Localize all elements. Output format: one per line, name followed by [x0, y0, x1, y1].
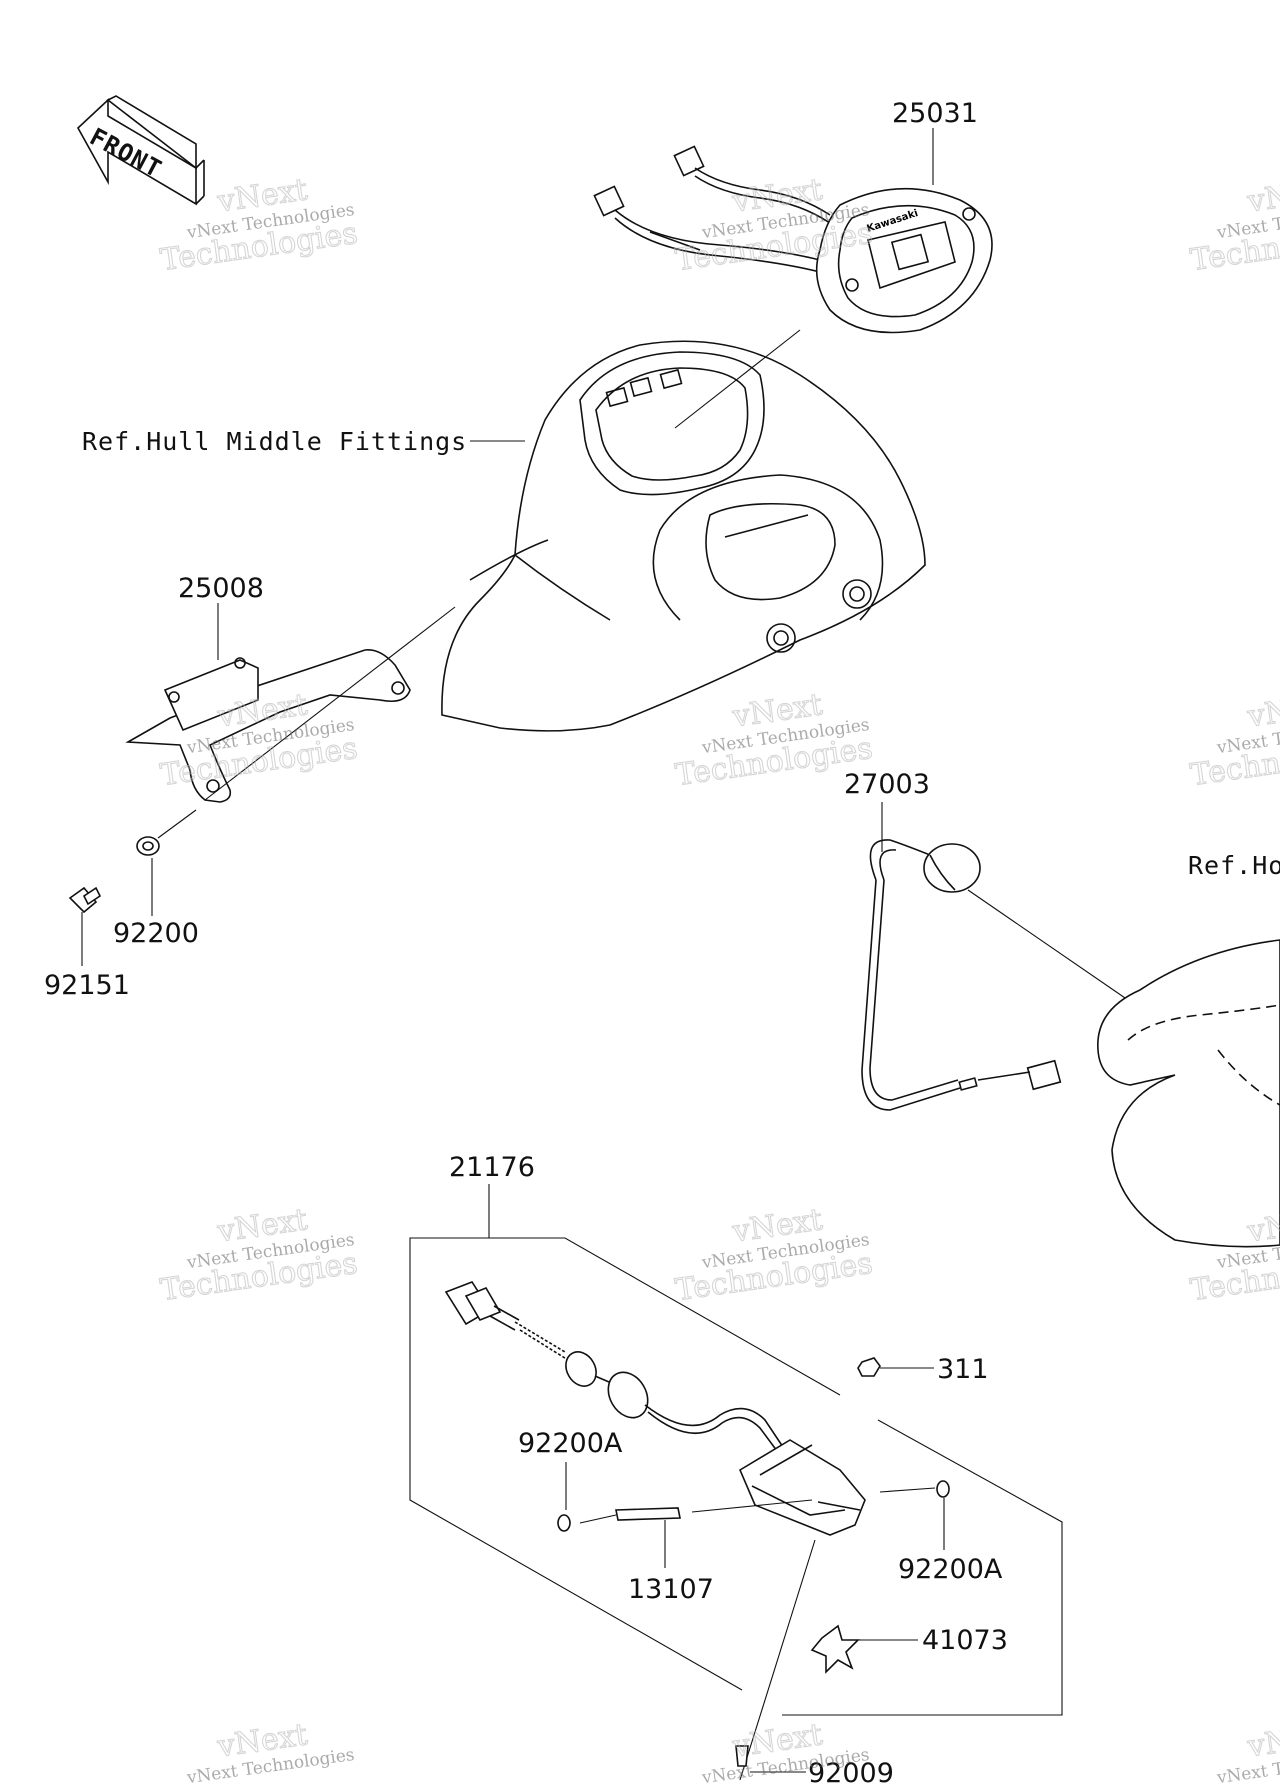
- part-number-92200a-right: 92200A: [898, 1554, 1003, 1585]
- bracket-assembly: 25008: [125, 573, 456, 803]
- part-number-25008: 25008: [178, 573, 264, 604]
- ref-hull-right-partial: Ref.Ho: [1188, 851, 1280, 880]
- bolt-92151: 92151: [44, 886, 130, 1001]
- svg-text:vNext: vNext: [1245, 1717, 1280, 1764]
- watermark-6: vNext vNext Technologies Technologies: [1188, 687, 1280, 794]
- part-number-92151: 92151: [44, 970, 130, 1001]
- ref-hull-middle-fittings: Ref.Hull Middle Fittings: [82, 427, 467, 456]
- assembly-21176: 21176 311 92200A 13107: [409, 1152, 1063, 1789]
- part-number-27003: 27003: [844, 769, 930, 800]
- part-number-92009: 92009: [808, 1758, 894, 1789]
- part-number-21176: 21176: [449, 1152, 535, 1183]
- svg-text:vNext: vNext: [1245, 687, 1280, 734]
- sensor-assembly-27003: 27003: [844, 769, 1129, 1111]
- watermark-1: vNext vNext Technologies Technologies: [158, 172, 361, 279]
- watermark-7: vNext vNext Technologies Technologies: [158, 1202, 361, 1309]
- meter-assembly: Kawasaki 25031: [593, 98, 993, 334]
- part-number-25031: 25031: [892, 98, 978, 129]
- watermark-3: vNext vNext Technologies Technologies: [1188, 172, 1280, 279]
- front-arrow-icon: FRONT: [76, 95, 205, 206]
- watermark-10: vNext vNext Technologies: [185, 1717, 356, 1789]
- hull-right-fitting: Ref.Ho: [1097, 851, 1280, 1248]
- watermark-12: vNext vNext Technologies: [1215, 1717, 1280, 1789]
- hull-middle-fitting: Ref.Hull Middle Fittings: [82, 329, 926, 732]
- part-number-92200: 92200: [113, 918, 199, 949]
- part-number-13107: 13107: [628, 1574, 714, 1605]
- part-number-41073: 41073: [922, 1625, 1008, 1656]
- part-number-311: 311: [937, 1354, 989, 1385]
- washer-92200: 92200: [113, 809, 199, 949]
- part-number-92200a-left: 92200A: [518, 1428, 623, 1459]
- svg-text:vNext: vNext: [1245, 172, 1280, 219]
- watermark-8: vNext vNext Technologies Technologies: [673, 1202, 876, 1309]
